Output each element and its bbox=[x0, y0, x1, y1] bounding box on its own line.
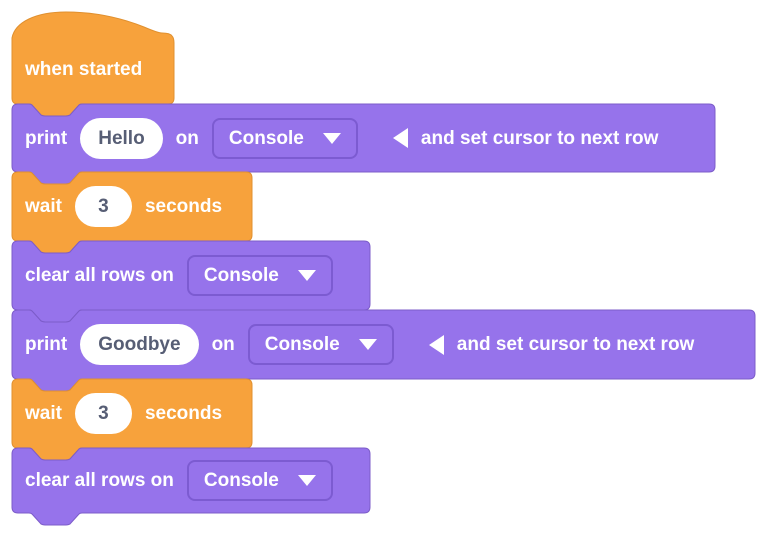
text-value-field[interactable]: Goodbye bbox=[80, 324, 199, 365]
seconds-value: 3 bbox=[98, 403, 109, 424]
dropdown-arrow-icon bbox=[297, 270, 316, 281]
text-value: Goodbye bbox=[98, 334, 181, 355]
console-dropdown-value: Console bbox=[264, 334, 340, 355]
print-label: print bbox=[25, 127, 68, 149]
suffix-label: and set cursor to next row bbox=[420, 127, 659, 149]
console-dropdown-value: Console bbox=[228, 127, 304, 149]
print-block-goodbye[interactable]: print Goodbye on Console and set cursor … bbox=[11, 309, 756, 392]
on-label: on bbox=[211, 334, 235, 355]
print-block-hello[interactable]: print Hello on Console and set cursor to… bbox=[11, 103, 716, 185]
console-dropdown-value: Console bbox=[203, 470, 279, 491]
wait-block[interactable]: wait 3 seconds bbox=[11, 378, 253, 461]
seconds-label: seconds bbox=[144, 196, 223, 217]
hat-block-when-started[interactable]: when started bbox=[11, 11, 175, 117]
block-label: when started bbox=[25, 58, 143, 80]
block-shape bbox=[11, 447, 371, 526]
console-dropdown[interactable]: Console bbox=[211, 117, 358, 159]
console-dropdown[interactable]: Console bbox=[247, 324, 394, 365]
wait-label: wait bbox=[25, 196, 62, 217]
wait-block[interactable]: wait 3 seconds bbox=[11, 171, 253, 254]
on-label: on bbox=[175, 127, 199, 149]
clear-rows-block[interactable]: clear all rows on Console bbox=[11, 240, 371, 323]
seconds-value-field[interactable]: 3 bbox=[74, 186, 132, 227]
print-label: print bbox=[25, 334, 68, 355]
seconds-value-field[interactable]: 3 bbox=[74, 393, 132, 434]
dropdown-arrow-icon bbox=[358, 339, 377, 350]
collapse-arrow-icon[interactable] bbox=[392, 128, 408, 148]
console-dropdown[interactable]: Console bbox=[186, 460, 333, 501]
clear-rows-block[interactable]: clear all rows on Console bbox=[11, 447, 371, 526]
console-dropdown[interactable]: Console bbox=[186, 255, 333, 296]
dropdown-arrow-icon bbox=[297, 475, 316, 486]
text-value-field[interactable]: Hello bbox=[80, 117, 163, 159]
clear-rows-label: clear all rows on bbox=[25, 265, 174, 286]
text-value: Hello bbox=[98, 127, 145, 149]
wait-label: wait bbox=[25, 403, 62, 424]
seconds-value: 3 bbox=[98, 196, 109, 217]
suffix-label: and set cursor to next row bbox=[456, 334, 695, 355]
console-dropdown-value: Console bbox=[203, 265, 279, 286]
collapse-arrow-icon[interactable] bbox=[428, 334, 444, 355]
seconds-label: seconds bbox=[144, 403, 223, 424]
dropdown-arrow-icon bbox=[322, 132, 341, 144]
clear-rows-label: clear all rows on bbox=[25, 470, 174, 491]
